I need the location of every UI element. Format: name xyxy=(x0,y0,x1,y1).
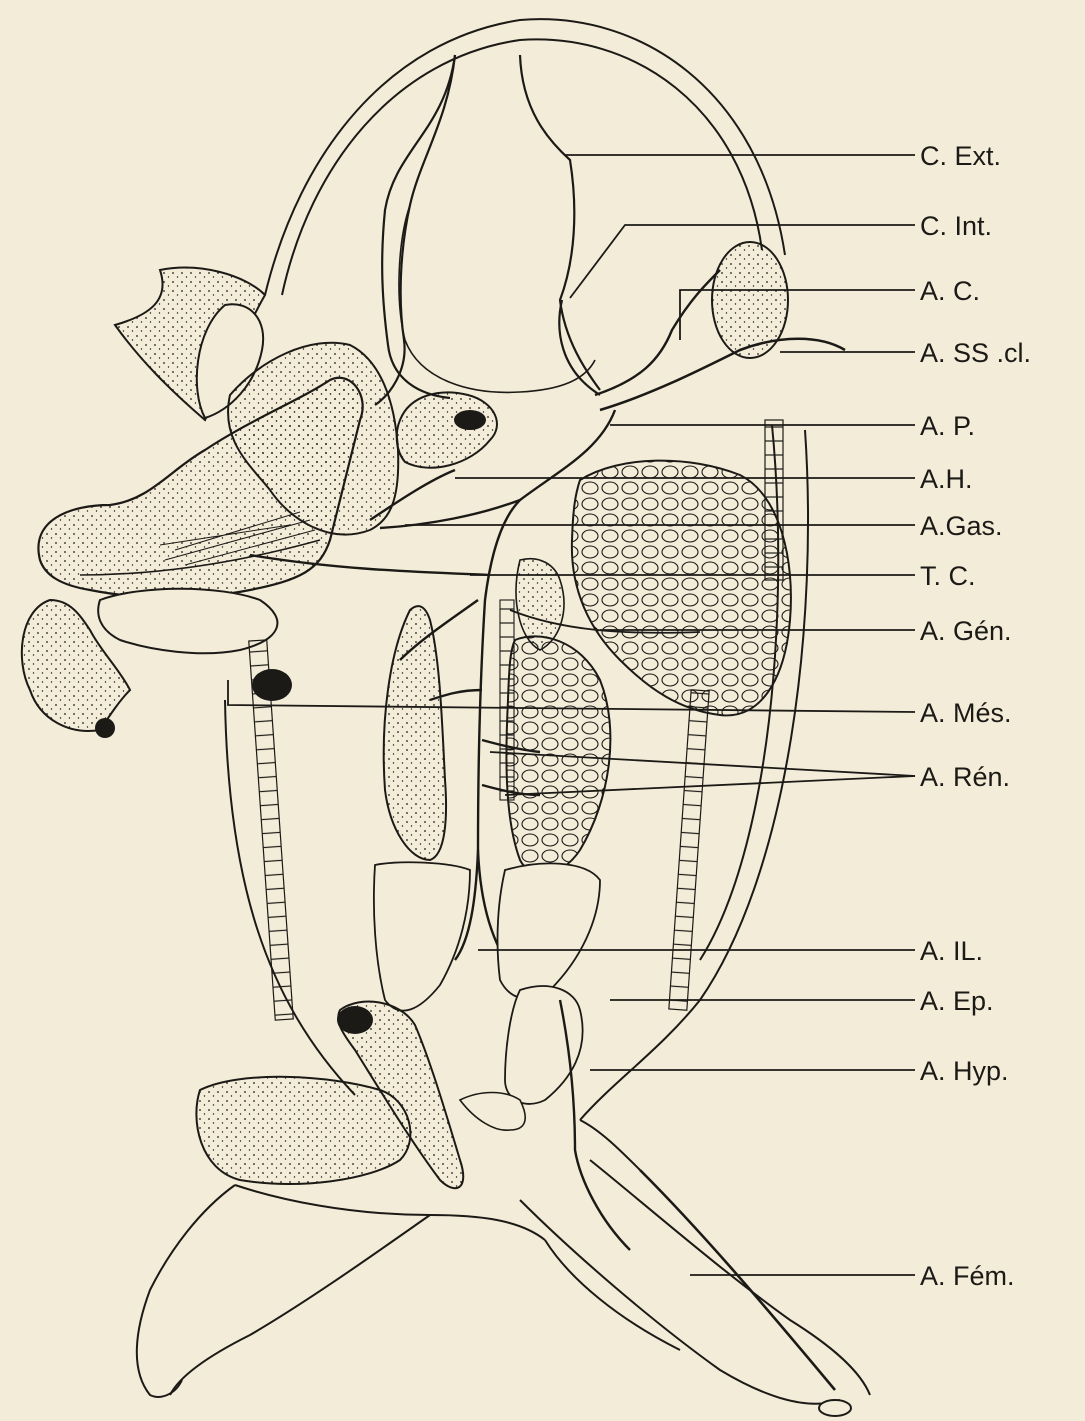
label-a-ep: A. Ep. xyxy=(920,986,994,1016)
label-a-fem: A. Fém. xyxy=(920,1261,1015,1291)
label-a-ss-cl: A. SS .cl. xyxy=(920,338,1031,368)
kidneys xyxy=(384,606,611,874)
label-a-h: A.H. xyxy=(920,464,973,494)
stomach-and-intestines xyxy=(22,378,363,738)
label-c-int: C. Int. xyxy=(920,211,992,241)
label-a-gas: A.Gas. xyxy=(920,511,1003,541)
heart xyxy=(397,392,497,467)
label-a-il: A. IL. xyxy=(920,936,983,966)
labels: C. Ext. C. Int. A. C. A. SS .cl. A. P. A… xyxy=(920,141,1031,1291)
label-a-mes: A. Més. xyxy=(920,698,1012,728)
label-a-c: A. C. xyxy=(920,276,980,306)
cloaca-region xyxy=(196,862,600,1188)
hind-limbs xyxy=(137,1000,870,1416)
label-a-ren: A. Rén. xyxy=(920,762,1010,792)
label-t-c: T. C. xyxy=(920,561,976,591)
label-a-hyp: A. Hyp. xyxy=(920,1056,1009,1086)
label-c-ext: C. Ext. xyxy=(920,141,1001,171)
gonad xyxy=(572,461,791,716)
right-forelimb-stump xyxy=(712,242,788,358)
skull-and-carotids xyxy=(375,55,845,410)
label-a-p: A. P. xyxy=(920,411,975,441)
label-a-gen: A. Gén. xyxy=(920,616,1012,646)
